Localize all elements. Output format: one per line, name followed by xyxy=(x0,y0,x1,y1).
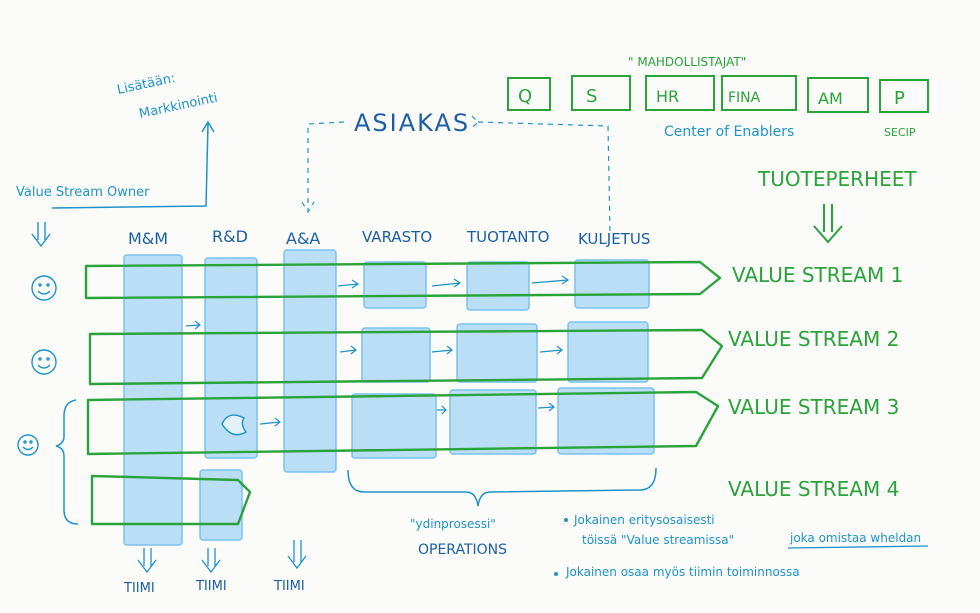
operations-group: "ydinprosessi" OPERATIONS xyxy=(347,467,657,558)
enabler-box-fina xyxy=(721,75,797,111)
ydinprosessi-label: "ydinprosessi" xyxy=(410,517,496,531)
column-kuljetus-2 xyxy=(567,321,649,383)
value-stream-labels: VALUE STREAM 1 VALUE STREAM 2 VALUE STRE… xyxy=(728,263,903,501)
value-stream-4-label: VALUE STREAM 4 xyxy=(728,477,899,501)
customer-label: ASIAKAS xyxy=(354,109,470,137)
enabler-hr: HR xyxy=(656,87,679,106)
value-stream-owner-group: Value Stream Owner xyxy=(16,185,150,525)
note-bullet1-line1: Jokainen eritysosaisesti xyxy=(573,513,715,527)
value-stream-2-arrow xyxy=(88,328,724,386)
column-tuotanto-2 xyxy=(456,323,538,383)
note-pointer-arrow xyxy=(51,120,215,209)
column-varasto-2 xyxy=(361,327,431,383)
department-kuljetus: KULJETUS xyxy=(578,230,650,248)
smiley-icon-3 xyxy=(17,434,39,456)
enabler-box-q xyxy=(507,77,551,111)
enabler-am: AM xyxy=(818,89,843,108)
column-rd xyxy=(204,257,258,459)
top-left-note-line1: Lisätään: xyxy=(116,71,177,98)
team-label-1: TIIMI xyxy=(123,581,155,596)
enabler-s: S xyxy=(586,86,597,107)
top-left-note-line2: Markkinointi xyxy=(138,91,219,122)
enabler-q: Q xyxy=(518,86,532,107)
department-tuotanto: TUOTANTO xyxy=(466,228,549,246)
column-tuotanto-3 xyxy=(449,389,537,455)
enablers-header: " MAHDOLLISTAJAT" xyxy=(628,55,746,69)
value-stream-owner-label: Value Stream Owner xyxy=(16,185,150,200)
enabler-box-hr xyxy=(645,75,715,111)
enablers-group: " MAHDOLLISTAJAT" Q S HR FINA AM P Cente… xyxy=(507,55,929,140)
bullet-1-icon xyxy=(564,518,568,522)
enabler-box-p xyxy=(879,79,929,113)
operations-label: OPERATIONS xyxy=(418,542,507,558)
value-stream-1-arrow xyxy=(84,260,722,300)
department-rd: R&D xyxy=(212,227,248,246)
column-varasto-1 xyxy=(363,261,427,309)
team-label-2: TIIMI xyxy=(195,579,227,594)
column-varasto-3 xyxy=(351,393,437,459)
team-arrow-icon-1 xyxy=(137,548,157,574)
value-stream-arrows xyxy=(84,260,724,526)
tuoteperheet-down-arrow-icon xyxy=(813,204,843,244)
enabler-box-am xyxy=(807,77,869,113)
column-tuotanto-1 xyxy=(466,261,530,311)
department-headers: M&M R&D A&A VARASTO TUOTANTO KULJETUS xyxy=(128,227,650,248)
owner-down-arrows-icon xyxy=(31,222,51,248)
smiley-icon-2 xyxy=(31,349,57,375)
center-of-enablers-label: Center of Enablers xyxy=(664,124,794,140)
enabler-box-s xyxy=(571,75,631,111)
value-stream-3-arrow xyxy=(86,390,720,456)
column-rd-lower xyxy=(199,469,243,541)
secip-label: SECIP xyxy=(884,126,916,139)
value-stream-2-label: VALUE STREAM 2 xyxy=(728,327,899,351)
customer-group: ASIAKAS xyxy=(301,109,611,233)
value-stream-3-label: VALUE STREAM 3 xyxy=(728,395,899,419)
team-arrow-icon-3 xyxy=(287,540,307,570)
team-arrow-icon-2 xyxy=(201,548,221,574)
customer-dashed-link-right xyxy=(471,115,611,233)
flow-arrows xyxy=(185,275,570,427)
department-varasto: VARASTO xyxy=(362,228,432,246)
team-labels: TIIMI TIIMI TIIMI xyxy=(123,540,307,596)
tuoteperheet-group: TUOTEPERHEET xyxy=(757,167,917,244)
tuoteperheet-label: TUOTEPERHEET xyxy=(757,167,917,191)
column-aa xyxy=(283,249,337,473)
column-kuljetus-3 xyxy=(557,387,655,455)
operations-brace-icon xyxy=(347,467,657,507)
team-label-3: TIIMI xyxy=(273,579,305,594)
department-mm: M&M xyxy=(128,229,168,248)
column-kuljetus-1 xyxy=(574,259,650,309)
department-aa: A&A xyxy=(286,229,320,248)
notes-group: Jokainen eritysosaisesti töissä "Value s… xyxy=(554,513,929,579)
enabler-p: P xyxy=(894,88,905,109)
customer-dashed-link-left xyxy=(301,121,345,214)
owner-brace-icon xyxy=(55,399,79,525)
note-bullet1-line2b: joka omistaa wheldan xyxy=(789,531,921,545)
bullet-2-icon xyxy=(554,572,558,576)
smiley-icon-1 xyxy=(31,275,57,301)
value-stream-1-label: VALUE STREAM 1 xyxy=(732,263,903,287)
note-underline xyxy=(787,545,929,549)
note-bullet2: Jokainen osaa myös tiimin toiminnossa xyxy=(565,565,800,579)
value-stream-4-box xyxy=(90,474,252,526)
note-bullet1-line2: töissä "Value streamissa" xyxy=(582,533,734,547)
rd-vs3-blob xyxy=(221,414,248,436)
enabler-fina: FINA xyxy=(728,90,761,106)
